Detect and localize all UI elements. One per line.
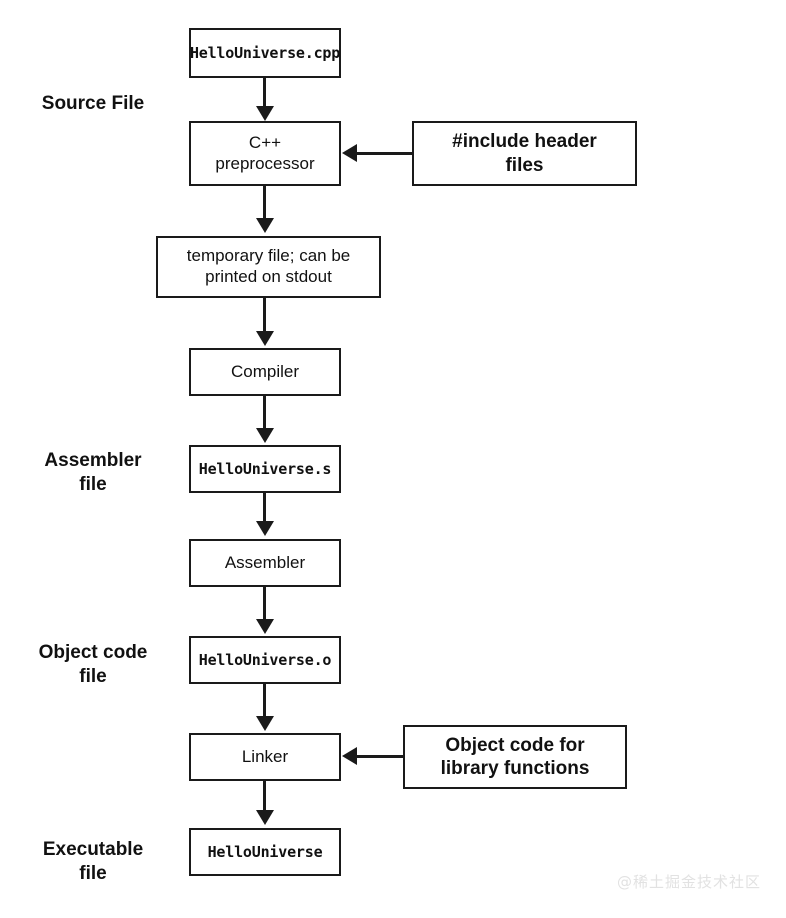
node-compiler[interactable]: Compiler [189, 348, 341, 396]
stage-label-assembler-file: Assembler file [44, 450, 142, 495]
node-assembler-label: Assembler [224, 552, 306, 572]
node-hellouniverse-o[interactable]: HelloUniverse.o [189, 636, 341, 684]
connector-linker-to-hellouniverse [263, 781, 266, 811]
node-temporary-file-label: temporary file; can be printed on stdout [186, 246, 351, 286]
node-linker-label: Linker [241, 746, 289, 766]
node-hellouniverse-o-label: HelloUniverse.o [198, 650, 332, 669]
connector-cpp-to-preprocessor [263, 78, 266, 109]
arrowhead-assembler-to-hellouniverse-o [256, 619, 274, 634]
node-hellouniverse-exe[interactable]: HelloUniverse [189, 828, 341, 876]
connector-compiler-to-hellouniverse-s [263, 396, 266, 429]
arrowhead-preprocessor-to-temporary-file [256, 218, 274, 233]
node-hellouniverse-exe-label: HelloUniverse [207, 842, 323, 861]
node-hellouniverse-cpp-label: HelloUniverse.cpp [189, 43, 341, 62]
stage-label-object-code-file: Object code file [38, 642, 148, 687]
node-object-code-library-label: Object code for library functions [440, 734, 590, 779]
node-assembler[interactable]: Assembler [189, 539, 341, 587]
node-linker[interactable]: Linker [189, 733, 341, 781]
node-compiler-label: Compiler [230, 361, 300, 381]
connector-preprocessor-to-temporary-file [263, 186, 266, 221]
connector-assembler-to-hellouniverse-o [263, 587, 266, 619]
arrowhead-cpp-to-preprocessor [256, 106, 274, 121]
node-cpp-preprocessor[interactable]: C++ preprocessor [189, 121, 341, 186]
node-include-header-files-label: #include header files [452, 131, 597, 176]
node-hellouniverse-s-label: HelloUniverse.s [198, 459, 332, 478]
arrowhead-temporary-file-to-compiler [256, 331, 274, 346]
stage-label-source-file: Source File [41, 93, 145, 114]
arrowhead-linker-to-hellouniverse [256, 810, 274, 825]
arrowhead-hellouniverse-s-to-assembler [256, 521, 274, 536]
node-hellouniverse-s[interactable]: HelloUniverse.s [189, 445, 341, 493]
connector-include-to-preprocessor [356, 152, 414, 155]
node-cpp-preprocessor-label: C++ preprocessor [215, 132, 315, 173]
arrowhead-include-to-preprocessor [342, 144, 357, 162]
stage-label-executable-file: Executable file [42, 839, 144, 884]
connector-library-to-linker [356, 755, 404, 758]
arrowhead-hellouniverse-o-to-linker [256, 716, 274, 731]
connector-hellouniverse-o-to-linker [263, 684, 266, 716]
arrowhead-compiler-to-hellouniverse-s [256, 428, 274, 443]
connector-temporary-file-to-compiler [263, 298, 266, 334]
arrowhead-library-to-linker [342, 747, 357, 765]
node-object-code-library[interactable]: Object code for library functions [403, 725, 627, 789]
node-temporary-file[interactable]: temporary file; can be printed on stdout [156, 236, 381, 298]
connector-hellouniverse-s-to-assembler [263, 493, 266, 522]
watermark-text: @稀土掘金技术社区 [617, 873, 762, 891]
node-include-header-files[interactable]: #include header files [412, 121, 637, 186]
node-hellouniverse-cpp[interactable]: HelloUniverse.cpp [189, 28, 341, 78]
